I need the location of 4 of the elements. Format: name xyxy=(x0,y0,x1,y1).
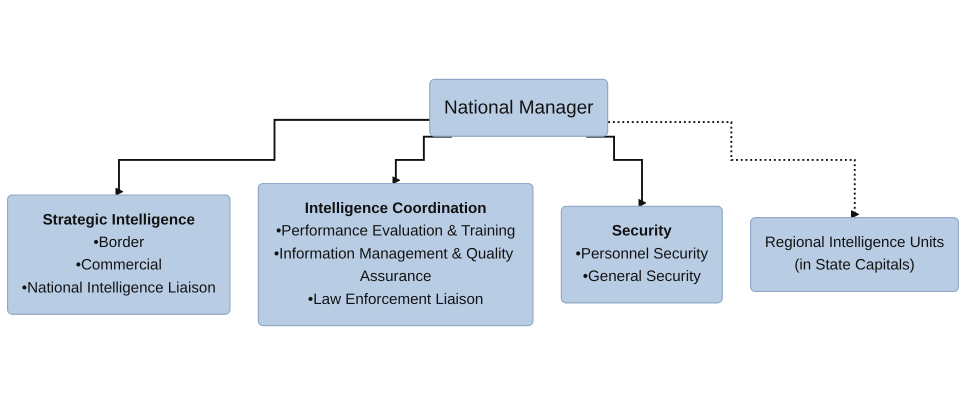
arrow xyxy=(586,136,646,208)
arrow xyxy=(115,118,430,196)
arrow xyxy=(392,136,452,184)
arrow xyxy=(608,121,860,218)
